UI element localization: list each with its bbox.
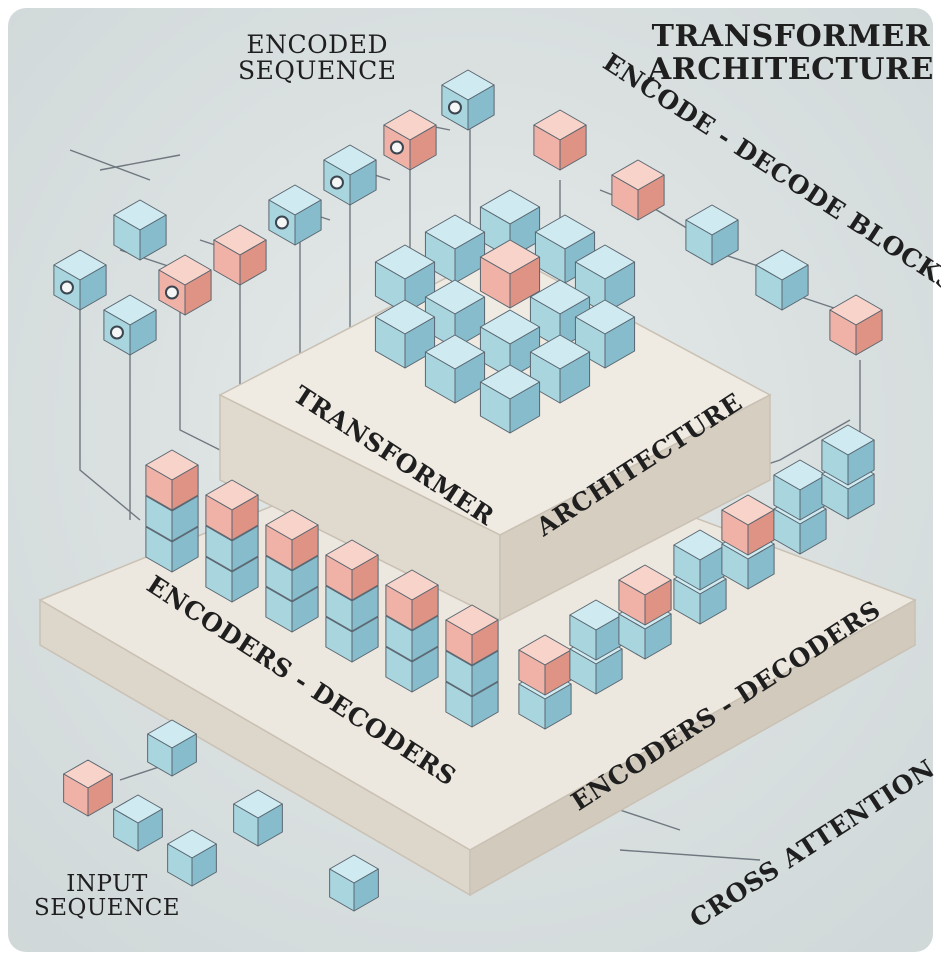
- input-sequence-cube: [329, 854, 379, 912]
- encoded-sequence-cube: [213, 224, 267, 286]
- encode-decode-block-cube: [533, 109, 587, 171]
- decoder-stack-cube: [773, 459, 827, 521]
- encoded-sequence-cube: [323, 144, 377, 206]
- encoder-stack-cube: [385, 569, 439, 631]
- transformer-core-cube: [424, 214, 486, 284]
- transformer-core-cube: [479, 239, 541, 309]
- input-sequence-cube: [167, 829, 217, 887]
- encoded-sequence-cube: [383, 109, 437, 171]
- input-sequence-line-2: SEQUENCE: [34, 895, 181, 922]
- cube-layer: [53, 69, 883, 912]
- encoded-sequence-cube: [441, 69, 495, 131]
- transformer-core-cube: [424, 279, 486, 349]
- input-sequence-line-1: INPUT: [66, 871, 148, 897]
- input-sequence-cube: [147, 719, 197, 777]
- input-sequence-label: INPUT SEQUENCE: [34, 872, 180, 920]
- encoded-sequence-line-1: ENCODED: [246, 30, 389, 59]
- transformer-core-cube: [374, 244, 436, 314]
- encoder-stack-cube: [205, 479, 259, 541]
- encoder-stack-cube: [325, 539, 379, 601]
- encoder-stack-cube: [265, 509, 319, 571]
- transformer-core-cube: [424, 334, 486, 404]
- encoded-sequence-cube: [53, 249, 107, 311]
- encoded-sequence-cube: [158, 254, 212, 316]
- transformer-core-cube: [529, 334, 591, 404]
- input-sequence-cube: [233, 789, 283, 847]
- main-title: TRANSFORMER ARCHITECTURE: [648, 20, 934, 86]
- encoder-stack-cube: [145, 449, 199, 511]
- encode-decode-block-cube: [755, 249, 809, 311]
- encoded-sequence-cube: [113, 199, 167, 261]
- encoded-sequence-line-2: SEQUENCE: [238, 56, 397, 86]
- input-sequence-cube: [113, 794, 163, 852]
- main-title-line-2: ARCHITECTURE: [648, 52, 934, 87]
- decoder-stack-cube: [569, 599, 623, 661]
- encode-decode-block-cube: [611, 159, 665, 221]
- transformer-core-cube: [534, 214, 596, 284]
- encode-decode-block-cube: [685, 204, 739, 266]
- encoded-sequence-label: ENCODED SEQUENCE: [238, 30, 397, 86]
- input-sequence-cube: [63, 759, 113, 817]
- decoder-stack-cube: [721, 494, 775, 556]
- encoded-sequence-cube: [103, 294, 157, 356]
- transformer-core-cube: [374, 299, 436, 369]
- decoder-stack-cube: [673, 529, 727, 591]
- decoder-stack-cube: [618, 564, 672, 626]
- encode-decode-block-cube: [829, 294, 883, 356]
- transformer-core-cube: [479, 364, 541, 434]
- main-title-line-1: TRANSFORMER: [651, 19, 931, 54]
- encoder-stack-cube: [445, 604, 499, 666]
- decoder-stack-cube: [821, 424, 875, 486]
- encoded-sequence-cube: [268, 184, 322, 246]
